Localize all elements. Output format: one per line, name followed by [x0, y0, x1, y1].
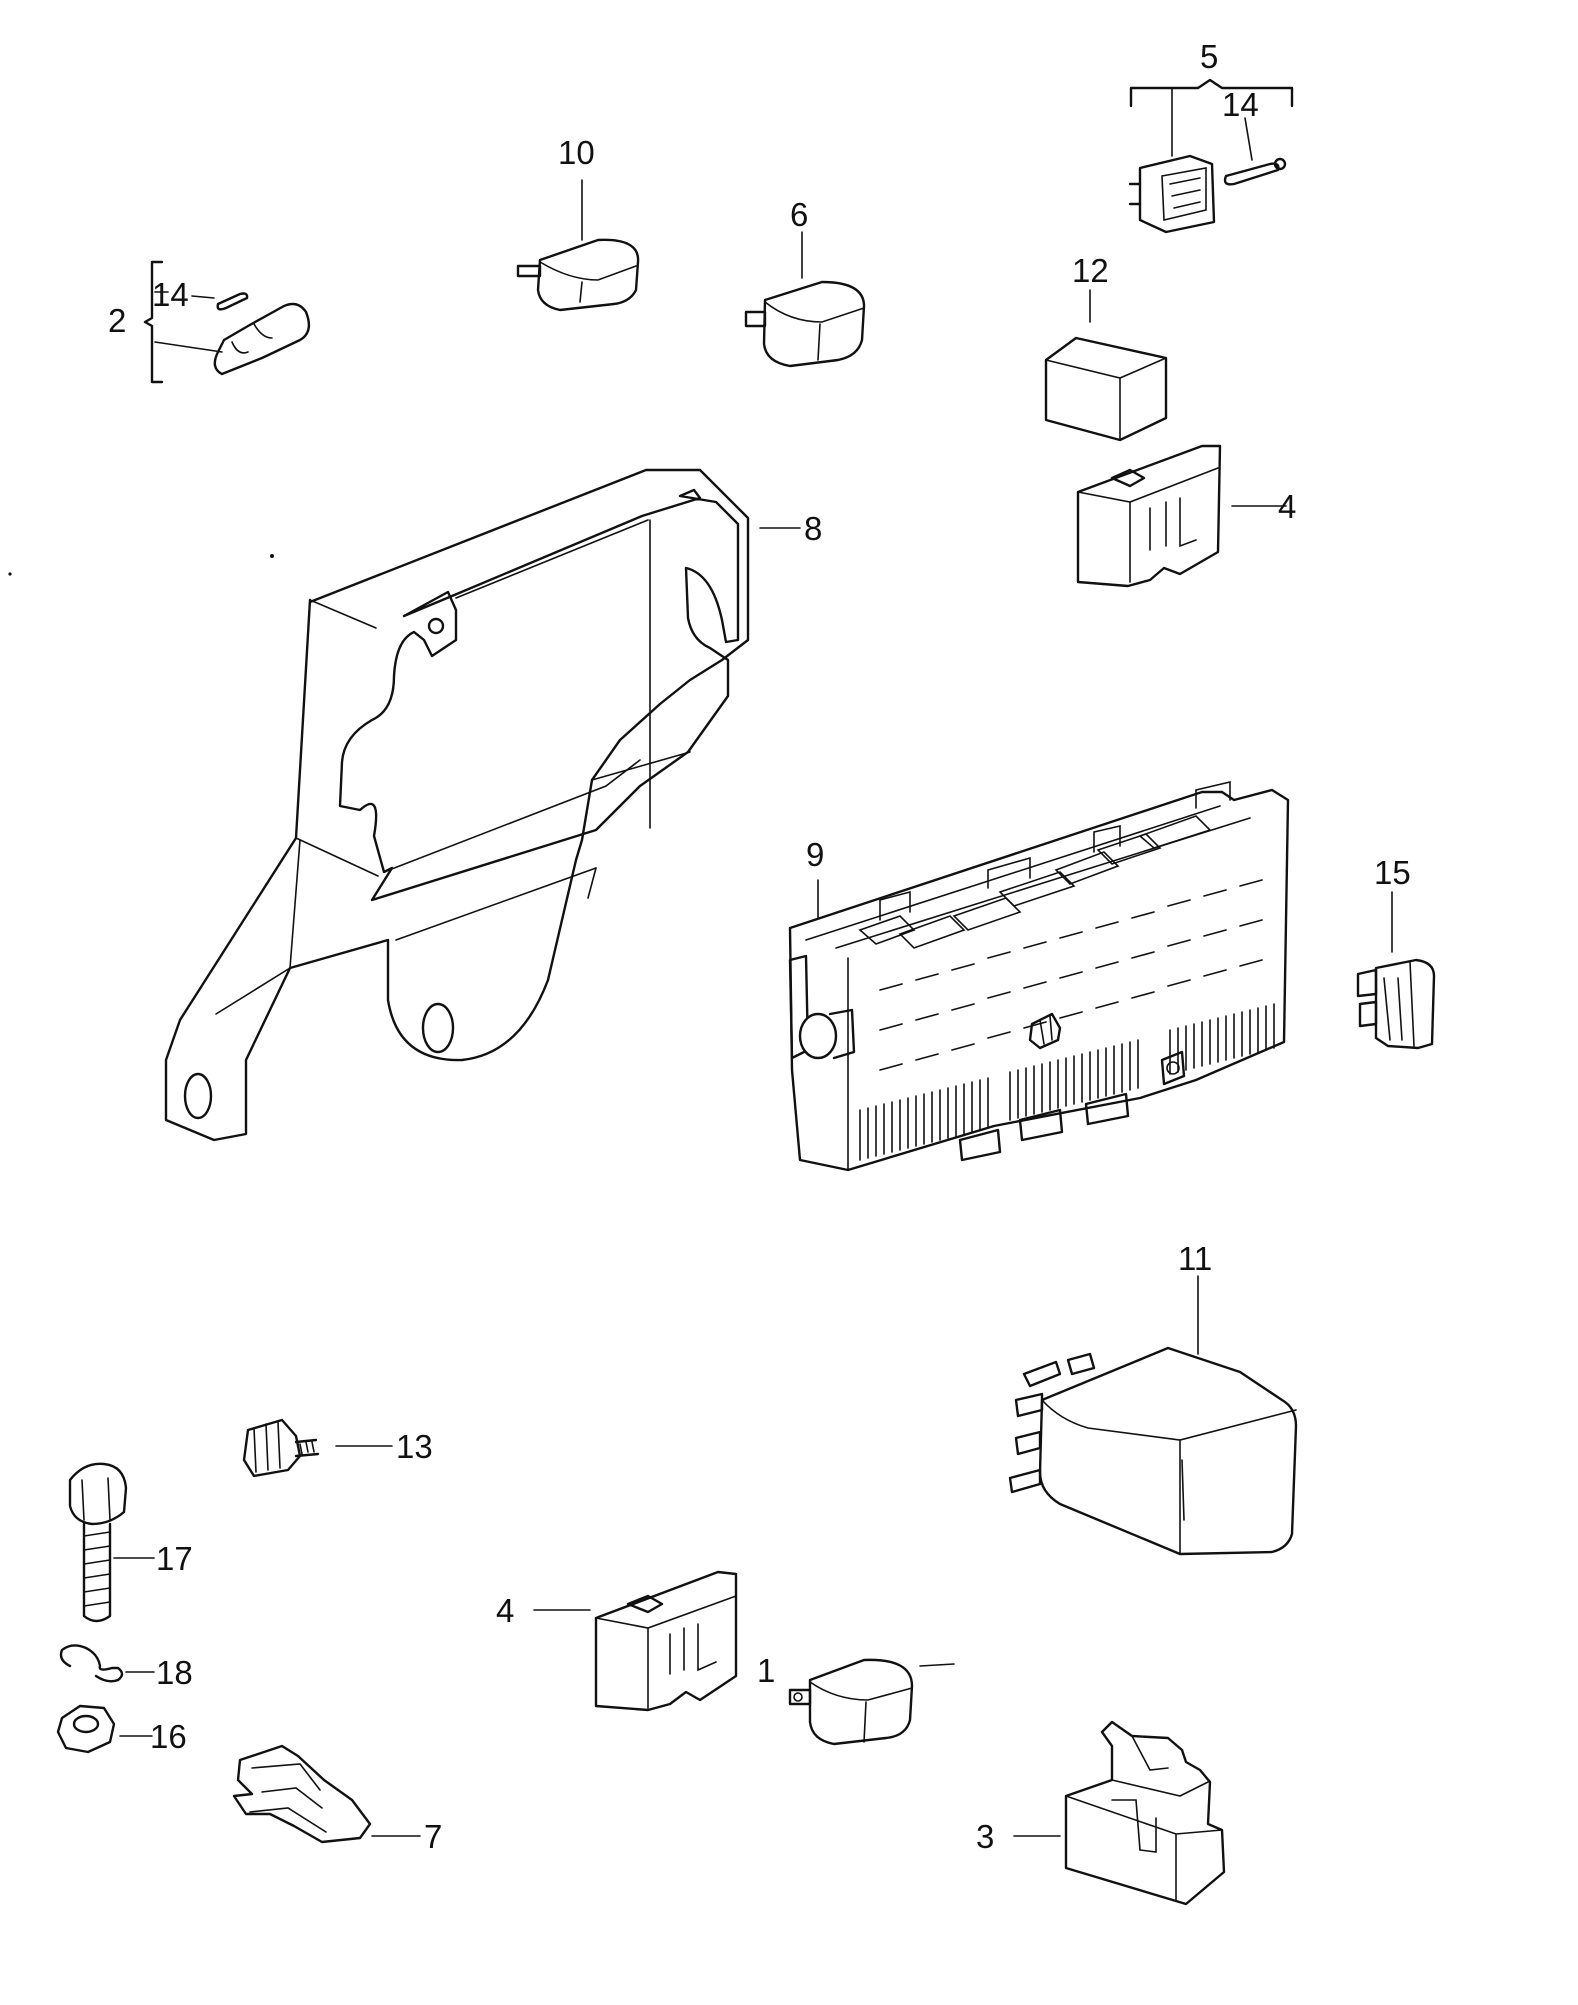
callout-4-lower: 4 — [496, 1592, 514, 1629]
callout-4-upper: 4 — [1278, 488, 1296, 525]
part-18-clip — [59, 1644, 155, 1683]
part-17-bolt — [68, 1462, 155, 1623]
callout-5: 5 — [1200, 38, 1218, 75]
callout-14-right: 14 — [1222, 86, 1259, 123]
callout-18: 18 — [156, 1654, 193, 1691]
callout-labels: 1 2 3 4 4 5 6 7 8 9 10 11 12 13 14 14 15… — [108, 38, 1411, 1855]
callout-13: 13 — [396, 1428, 433, 1465]
part-15-fuse — [1356, 891, 1436, 1050]
callout-8: 8 — [804, 510, 822, 547]
part-16-nut — [56, 1704, 153, 1754]
callout-6: 6 — [790, 196, 808, 233]
callout-9: 9 — [806, 836, 824, 873]
callout-15: 15 — [1374, 854, 1411, 891]
part-8-mounting-bracket — [164, 468, 801, 1142]
part-4-relay-base-upper — [1076, 444, 1287, 588]
callout-14-left: 14 — [152, 276, 189, 313]
part-2-bulb-assembly — [143, 260, 311, 384]
part-11-large-relay — [1008, 1275, 1298, 1556]
part-5-relay-assembly — [1128, 78, 1294, 234]
callout-17: 17 — [156, 1540, 193, 1577]
part-9-central-electrical-board — [788, 780, 1290, 1172]
part-4-relay-base-lower — [533, 1570, 738, 1712]
part-6-relay — [744, 231, 866, 368]
callout-16: 16 — [150, 1718, 187, 1755]
part-1-relay — [788, 1658, 955, 1746]
part-13-connector — [242, 1418, 393, 1478]
callout-7: 7 — [424, 1818, 442, 1855]
part-7-clip — [232, 1744, 421, 1844]
callout-1: 1 — [757, 1652, 775, 1689]
callout-12: 12 — [1072, 252, 1109, 289]
callout-3: 3 — [976, 1818, 994, 1855]
part-12-relay — [1044, 289, 1168, 442]
part-3-relay-socket — [1013, 1720, 1226, 1906]
callout-10: 10 — [558, 134, 595, 171]
callout-11: 11 — [1178, 1240, 1212, 1277]
part-10-relay — [516, 179, 640, 312]
callout-2: 2 — [108, 302, 126, 339]
